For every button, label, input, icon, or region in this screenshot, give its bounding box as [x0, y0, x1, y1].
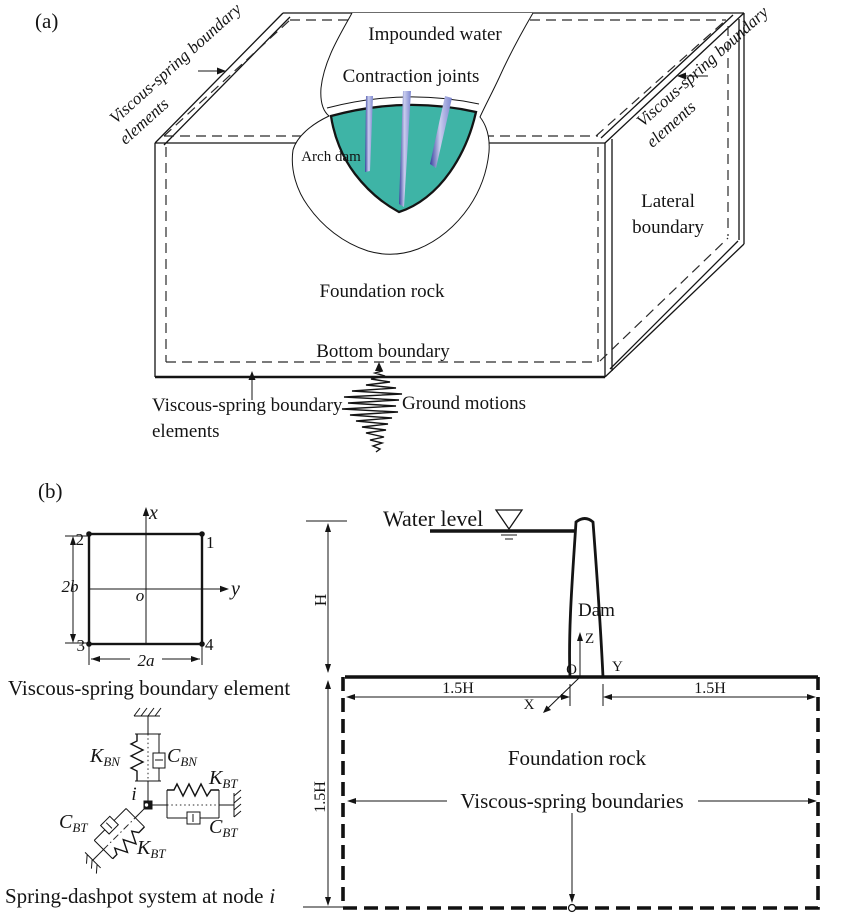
origin-o-label: o — [136, 586, 145, 605]
kbt-diag-main: K — [136, 837, 152, 859]
river-valley-outline — [291, 12, 534, 255]
contraction-joint-stripes — [365, 91, 452, 207]
corner-3-label: 3 — [77, 636, 86, 655]
cbt-right-main: C — [209, 816, 223, 838]
corner-4-label: 4 — [205, 635, 214, 654]
kbt-diag-sub: BT — [150, 846, 166, 861]
arch-dam-label: Arch dam — [301, 149, 361, 165]
bottom-boundary-label: Bottom boundary — [316, 341, 450, 362]
corner-2-label: 2 — [76, 530, 85, 549]
contraction-joint-2 — [399, 91, 411, 207]
boundary-element-diagram: x y o 1 2 3 4 2b 2a Viscous-spring bound… — [8, 502, 290, 700]
cbn-main: C — [167, 745, 181, 767]
depth-label: 1.5H — [312, 781, 329, 813]
panel-a-tag: (a) — [35, 9, 58, 33]
svg-text:Viscous-spring boundary: Viscous-spring boundary — [106, 0, 245, 127]
boundary-elements-label-bottom-line2: elements — [152, 421, 220, 442]
bottom-node-marker — [567, 903, 577, 913]
spring-dashpot-caption-node: i — [269, 884, 275, 908]
corner-1-label: 1 — [206, 533, 215, 552]
kbn-sub: BN — [103, 754, 121, 769]
cbt-right-label: CBT — [209, 816, 238, 840]
ground-motions-label: Ground motions — [402, 393, 526, 414]
lateral-boundary-line1: Lateral — [641, 191, 695, 212]
cbt-diag-sub: BT — [72, 820, 88, 835]
kbt-right-sub: BT — [222, 776, 238, 791]
kbt-right-main: K — [208, 767, 224, 789]
axis-y-section-label: Y — [612, 659, 623, 675]
span-left-label: 1.5H — [442, 680, 474, 697]
origin-O-label: O — [566, 662, 577, 678]
cbt-diag-label: CBT — [59, 811, 88, 835]
cbt-right-sub: BT — [222, 825, 238, 840]
normal-branch — [129, 707, 166, 801]
tangential-branch-right — [152, 782, 242, 825]
tangential-branch-diagonal — [84, 807, 146, 874]
panel-b: (b) x y o 1 2 3 4 2b 2a — [5, 479, 820, 913]
axis-x-label: x — [148, 502, 158, 524]
foundation-box-dashed-border — [341, 677, 820, 910]
model-box-edges — [154, 12, 745, 379]
kbt-right-label: KBT — [208, 767, 238, 791]
foundation-rock-label-a: Foundation rock — [319, 281, 445, 302]
dim-2b-label: 2b — [62, 577, 79, 596]
svg-text:Viscous-spring boundary: Viscous-spring boundary — [633, 2, 772, 130]
dim-2a-label: 2a — [138, 651, 155, 670]
cbn-sub: BN — [180, 754, 198, 769]
span-right-label: 1.5H — [694, 680, 726, 697]
water-level-label: Water level — [383, 506, 483, 531]
boundary-elements-label-bottom-line1: Viscous-spring boundary — [152, 395, 343, 416]
kbn-label: KBN — [89, 745, 121, 769]
ground-motion-seismogram — [341, 362, 403, 453]
kbn-main: K — [89, 745, 105, 767]
node-i-label: i — [131, 784, 136, 805]
lateral-boundary-line2: boundary — [632, 217, 704, 238]
impounded-water-label: Impounded water — [368, 24, 502, 45]
spring-dashpot-caption-text: Spring-dashpot system at node — [5, 884, 263, 908]
water-surface-symbol — [494, 509, 524, 540]
foundation-rock-label-b: Foundation rock — [508, 746, 647, 770]
boundary-label-tl-line1: Viscous-spring boundary — [106, 0, 245, 127]
viscous-spring-boundaries-label: Viscous-spring boundaries — [460, 789, 683, 813]
axis-z-label: Z — [585, 631, 594, 647]
boundary-element-caption: Viscous-spring boundary element — [8, 676, 290, 700]
panel-b-tag: (b) — [38, 479, 63, 503]
axis-x-section-label: X — [524, 697, 535, 713]
dam-label: Dam — [578, 600, 615, 621]
boundary-label-tr-line1: Viscous-spring boundary — [633, 2, 772, 130]
contraction-joint-3 — [430, 96, 452, 168]
panel-a: (a) Impounded water Contraction joints A… — [35, 0, 772, 453]
dam-cross-section: H Water level Dam Z O Y X — [303, 506, 820, 913]
boundary-pointer-arrows — [198, 67, 708, 400]
contraction-joints-label: Contraction joints — [343, 66, 480, 87]
axis-y-label: y — [229, 578, 240, 600]
cbt-diag-main: C — [59, 811, 73, 833]
dam-profile — [568, 517, 605, 679]
kbt-diag-label: KBT — [136, 837, 166, 861]
cbn-label: CBN — [167, 745, 198, 769]
boundary-elements-label-top-left: Viscous-spring boundary elements — [106, 0, 245, 148]
spring-dashpot-diagram: i KBN CBN KBT CBT CBT KBT Spring-dashpot… — [5, 707, 275, 908]
contraction-joint-1 — [365, 96, 373, 172]
boundary-elements-label-top-right: Viscous-spring boundary elements — [633, 2, 772, 151]
height-h-label: H — [311, 594, 330, 606]
